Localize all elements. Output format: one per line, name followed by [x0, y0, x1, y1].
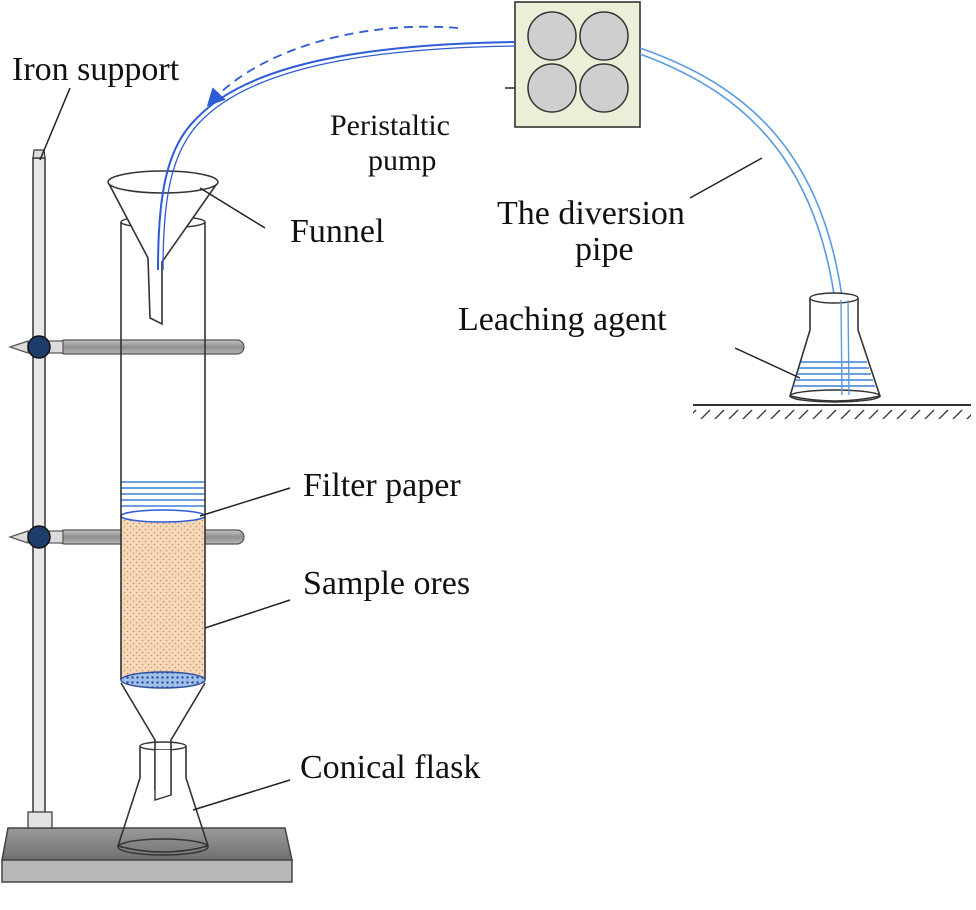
filter-paper-disc [120, 509, 206, 523]
ground-surface [693, 404, 971, 419]
flow-direction-arrow [206, 25, 459, 107]
pump-roller-icon [527, 11, 577, 61]
upper-clamp [8, 335, 245, 359]
label-peristaltic-pump-line2: pump [368, 144, 436, 177]
label-filter-paper: Filter paper [303, 467, 461, 504]
label-diversion-pipe-line2: pipe [575, 231, 634, 268]
conical-flask [116, 741, 210, 856]
label-peristaltic-pump-line1: Peristaltic [330, 109, 450, 142]
bottom-mesh [120, 671, 206, 689]
leaching-agent-flask [788, 292, 882, 403]
pump-roller-icon [579, 63, 629, 113]
label-funnel: Funnel [290, 213, 384, 250]
clamp-knob-icon [27, 335, 51, 359]
support-base-plate [1, 827, 293, 883]
clamp-knob-icon [27, 525, 51, 549]
label-diversion-pipe-line1: The diversion [497, 195, 685, 232]
peristaltic-pump [514, 1, 641, 128]
column-tube [120, 215, 206, 795]
label-leaching-agent: Leaching agent [458, 301, 667, 338]
label-conical-flask: Conical flask [300, 749, 480, 786]
iron-support-rod [27, 149, 53, 829]
pump-roller-icon [579, 11, 629, 61]
label-iron-support: Iron support [12, 51, 180, 88]
label-sample-ores: Sample ores [303, 565, 470, 602]
pump-roller-icon [527, 63, 577, 113]
